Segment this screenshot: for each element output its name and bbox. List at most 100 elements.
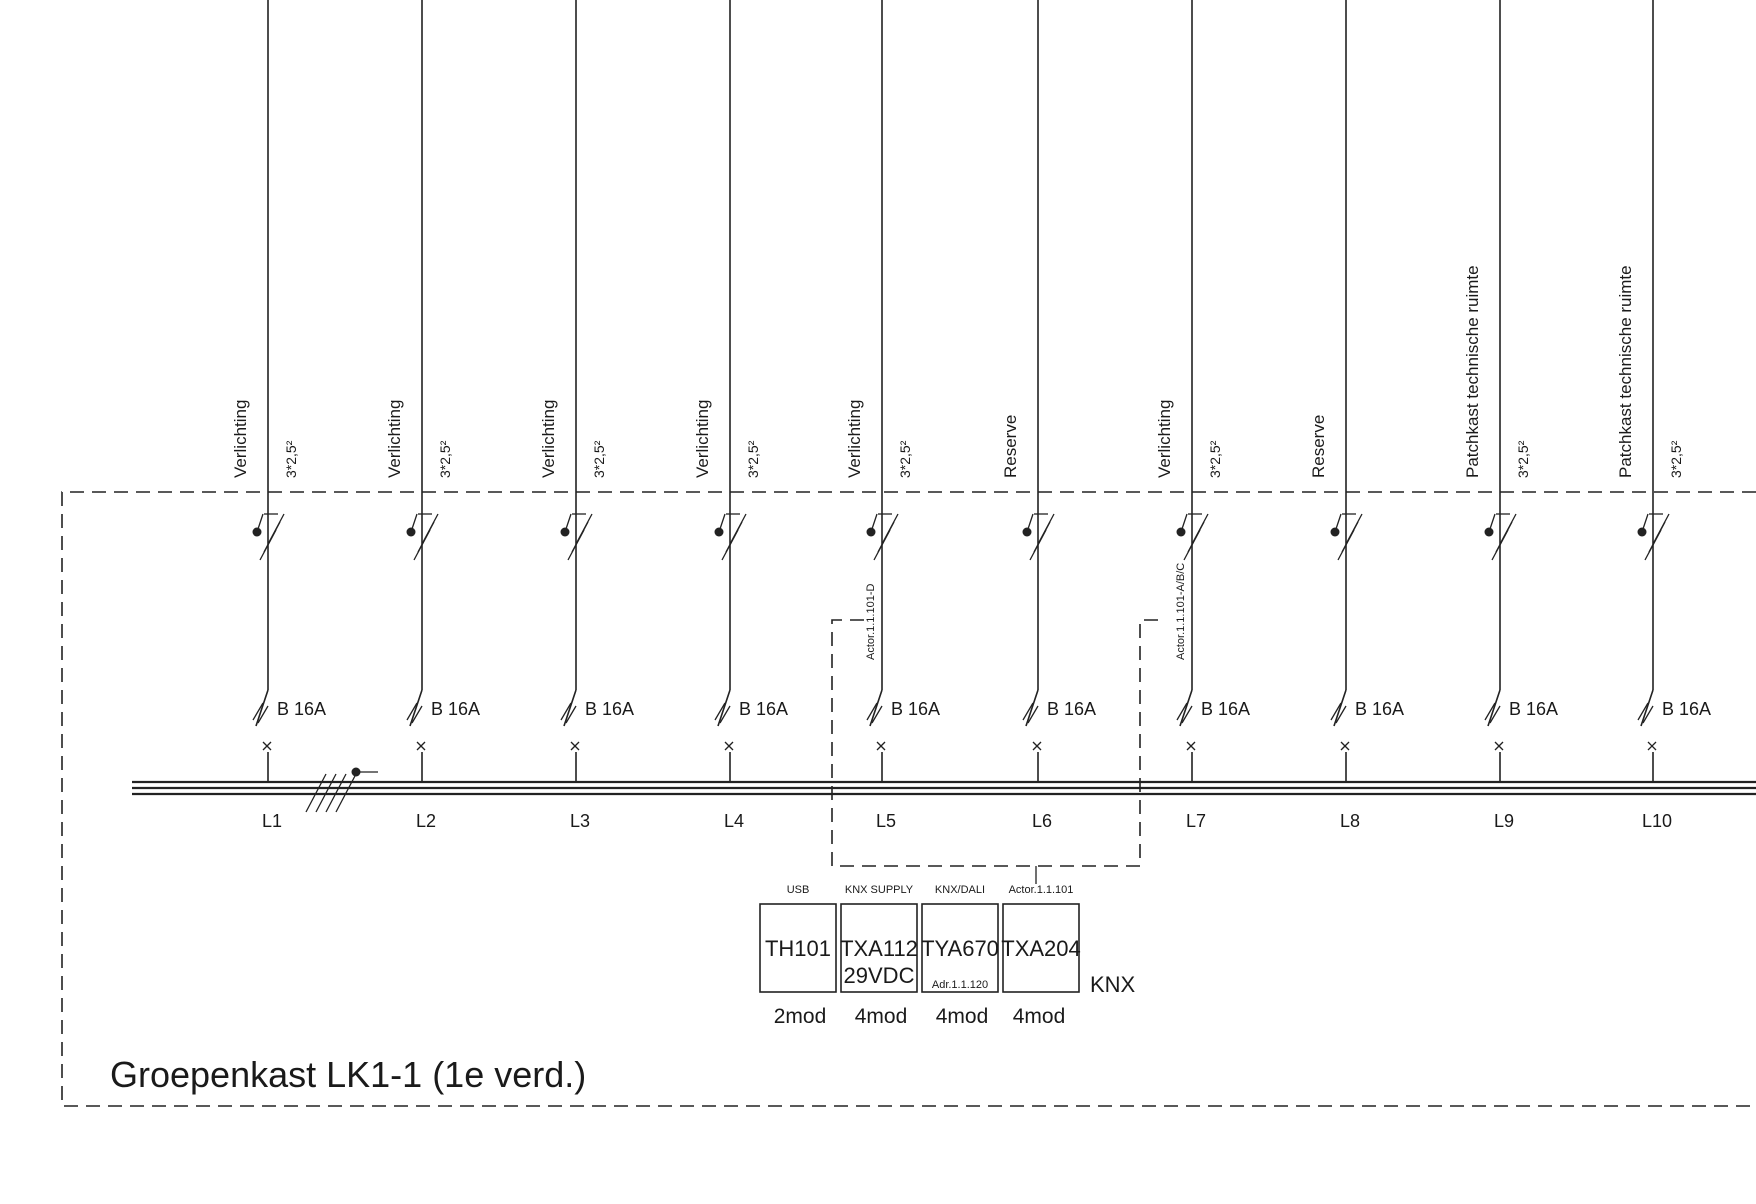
module-size: 4mod xyxy=(855,1005,908,1028)
module-header: KNX/DALI xyxy=(935,884,985,896)
breaker-blade xyxy=(409,689,423,727)
breaker-tick xyxy=(1489,705,1501,724)
breaker-tick xyxy=(714,702,726,721)
module-type: TXA112 xyxy=(840,936,918,961)
trip-mark xyxy=(1647,741,1657,751)
circuit-id-label: L10 xyxy=(1642,811,1672,831)
breaker-rating-label: B 16A xyxy=(585,699,634,719)
breaker-blade xyxy=(1025,689,1039,727)
breaker-tick xyxy=(1642,705,1654,724)
module-header: Actor.1.1.101 xyxy=(1009,884,1074,896)
circuit-id-label: L9 xyxy=(1494,811,1514,831)
main-busbar xyxy=(132,780,1756,796)
breaker-rating-label: B 16A xyxy=(1355,699,1404,719)
module-supply-box xyxy=(840,903,918,993)
module-type: TXA204 xyxy=(1001,936,1081,961)
actor-label: Actor.1.1.101-A/B/C xyxy=(1175,563,1187,660)
cable-spec-label: 3*2,5² xyxy=(1515,440,1531,478)
panel-title: Groepenkast LK1-1 (1e verd.) xyxy=(110,1054,586,1095)
breaker-rating-label: B 16A xyxy=(431,699,480,719)
actor-label: Actor.1.1.101-D xyxy=(865,584,877,660)
breaker-blade xyxy=(1640,689,1654,727)
breaker-tick xyxy=(257,705,269,724)
breaker-tick xyxy=(1637,702,1649,721)
breaker-tick xyxy=(565,705,577,724)
module-usb-box xyxy=(759,903,837,993)
breaker-blade xyxy=(255,689,269,727)
trip-mark xyxy=(1340,741,1350,751)
pole-tick xyxy=(881,513,899,545)
isolator-blade xyxy=(564,513,572,533)
isolator-blade xyxy=(1026,513,1034,533)
breaker-blade xyxy=(1179,689,1193,727)
circuit-id-label: L1 xyxy=(262,811,282,831)
breaker-blade xyxy=(1333,689,1347,727)
trip-mark xyxy=(876,741,886,751)
breaker-rating-label: B 16A xyxy=(1662,699,1711,719)
trip-mark xyxy=(262,741,272,751)
circuit-function-label: Patchkast technische ruimte xyxy=(1463,265,1482,478)
module-spec: 29VDC xyxy=(844,963,915,988)
isolator-blade xyxy=(410,513,418,533)
breaker-rating-label: B 16A xyxy=(891,699,940,719)
pole-tick xyxy=(1037,513,1055,545)
cable-spec-label: 3*2,5² xyxy=(1668,440,1684,478)
main-switch-symbol xyxy=(305,767,378,813)
breaker-rating-label: B 16A xyxy=(1201,699,1250,719)
circuit-id-label: L2 xyxy=(416,811,436,831)
breaker-rating-label: B 16A xyxy=(739,699,788,719)
pole-tick xyxy=(575,513,593,545)
breaker-tick xyxy=(1022,702,1034,721)
module-size: 4mod xyxy=(1013,1005,1066,1028)
trip-mark xyxy=(1032,741,1042,751)
cable-spec-label: 3*2,5² xyxy=(745,440,761,478)
circuit-id-label: L8 xyxy=(1340,811,1360,831)
breaker-blade xyxy=(1487,689,1501,727)
module-header: USB xyxy=(787,884,810,896)
isolator-blade xyxy=(870,513,878,533)
breaker-tick xyxy=(1330,702,1342,721)
circuit-id-label: L6 xyxy=(1032,811,1052,831)
module-type: TH101 xyxy=(765,936,831,961)
breaker-tick xyxy=(252,702,264,721)
pole-tick xyxy=(729,513,747,545)
breaker-blade xyxy=(869,689,883,727)
cable-spec-label: 3*2,5² xyxy=(591,440,607,478)
breaker-rating-label: B 16A xyxy=(277,699,326,719)
circuit-function-label: Reserve xyxy=(1001,415,1020,478)
breaker-tick xyxy=(719,705,731,724)
isolator-blade xyxy=(1334,513,1342,533)
trip-mark xyxy=(416,741,426,751)
pole-tick xyxy=(1652,513,1670,545)
circuit-id-label: L7 xyxy=(1186,811,1206,831)
circuit-function-label: Verlichting xyxy=(693,400,712,478)
circuit-function-label: Patchkast technische ruimte xyxy=(1616,265,1635,478)
breaker-rating-label: B 16A xyxy=(1509,699,1558,719)
breaker-tick xyxy=(866,702,878,721)
pole-tick xyxy=(1191,513,1209,545)
circuit-l9: Patchkast technische ruimte 3*2,5² B 16A L9 xyxy=(1463,0,1558,831)
circuit-id-label: L5 xyxy=(876,811,896,831)
isolator-blade xyxy=(256,513,264,533)
circuit-function-label: Verlichting xyxy=(231,400,250,478)
breaker-tick xyxy=(1484,702,1496,721)
module-header: KNX SUPPLY xyxy=(845,884,914,896)
isolator-blade xyxy=(718,513,726,533)
cable-spec-label: 3*2,5² xyxy=(437,440,453,478)
breaker-tick xyxy=(1176,702,1188,721)
breaker-tick xyxy=(1335,705,1347,724)
breaker-tick xyxy=(1181,705,1193,724)
trip-mark xyxy=(570,741,580,751)
din-modules: USB KNX SUPPLY KNX/DALI Actor.1.1.101 TH… xyxy=(759,884,1136,1028)
module-size: 2mod xyxy=(774,1005,827,1028)
module-actor-box xyxy=(1002,903,1080,993)
breaker-tick xyxy=(411,705,423,724)
